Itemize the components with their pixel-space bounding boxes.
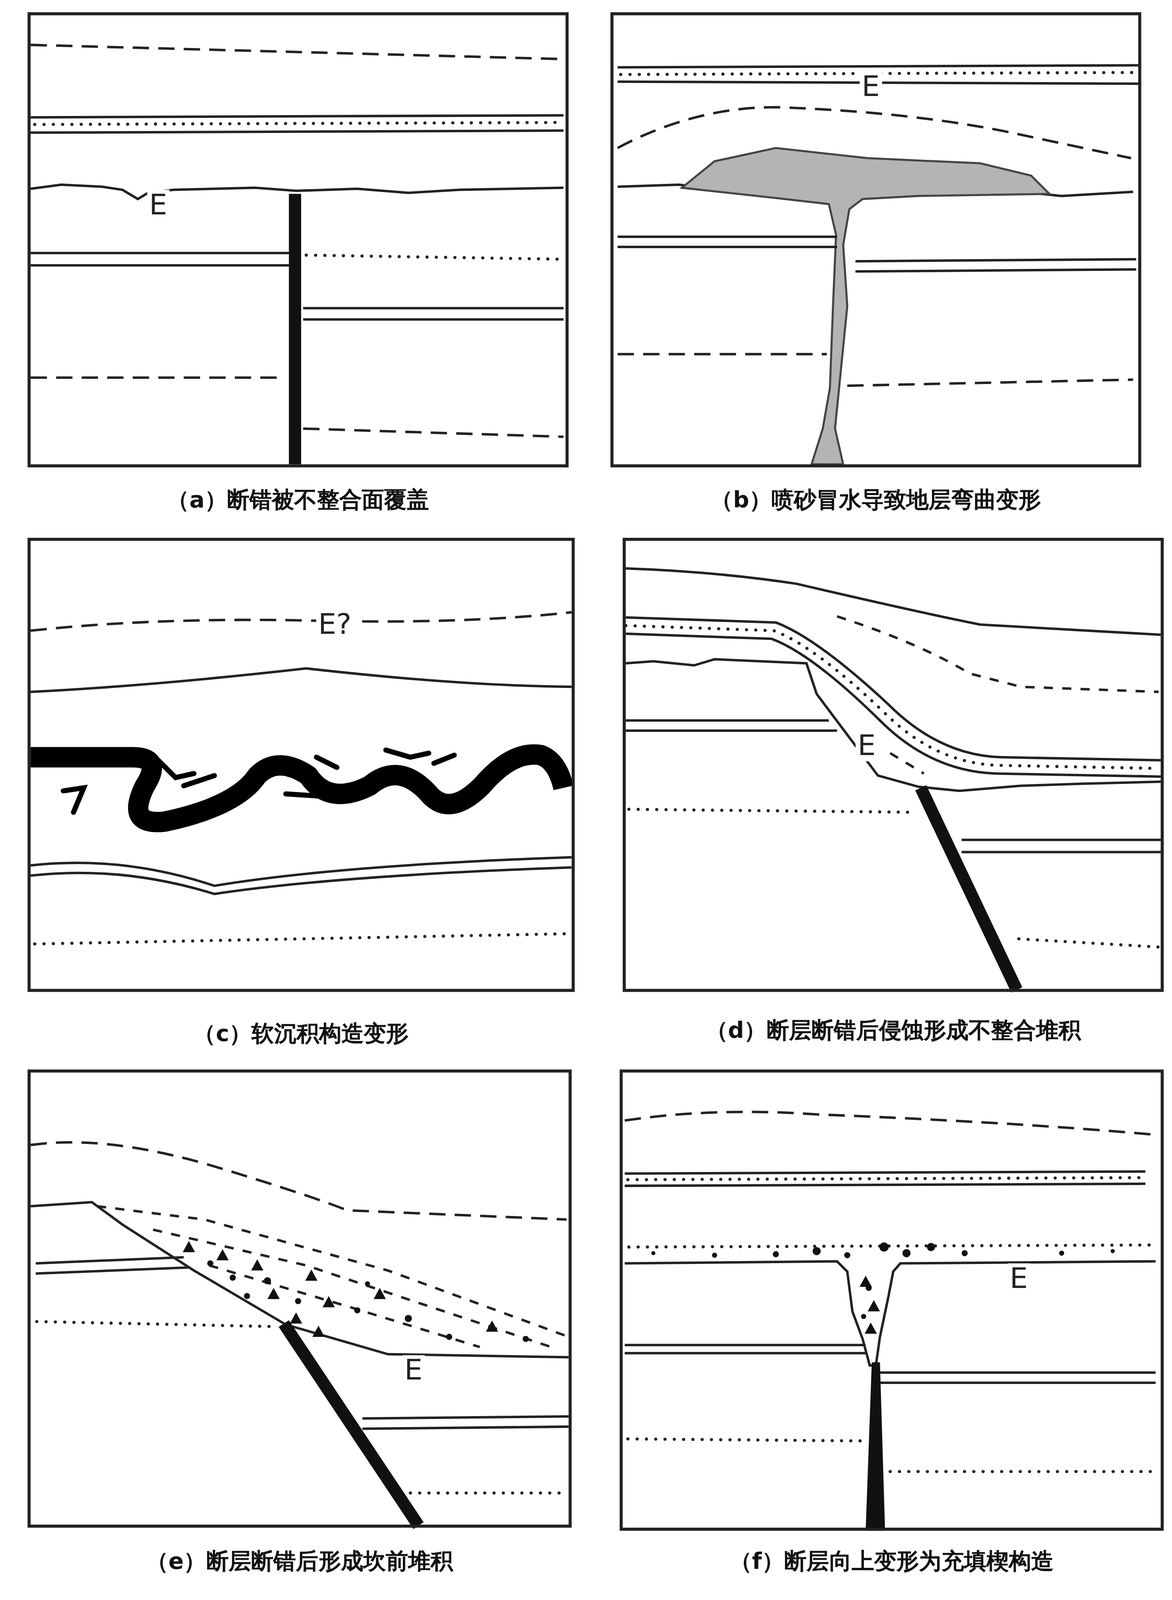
panel-caption: （b）喷砂冒水导致地层弯曲变形: [613, 485, 1139, 515]
panel-e-drawing: [30, 1142, 569, 1527]
panel-caption: （f）断层向上变形为充填楔构造: [622, 1547, 1161, 1577]
panel-caption: （e）断层断错后形成坎前堆积: [30, 1547, 569, 1577]
E-marker: E: [1007, 1263, 1030, 1295]
section-panel: E（d）断层断错后侵蚀形成不整合堆积: [622, 537, 1164, 993]
E-marker: E: [855, 730, 878, 762]
E-marker: E: [402, 1355, 425, 1387]
E-marker: E: [147, 190, 170, 221]
section-panel: E（b）喷砂冒水导致地层弯曲变形: [610, 12, 1142, 468]
E-marker: E?: [316, 609, 354, 641]
E-marker: E: [859, 71, 882, 103]
panel-caption: （d）断层断错后侵蚀形成不整合堆积: [625, 1016, 1161, 1046]
section-panel: E（a）断错被不整合面覆盖: [27, 12, 569, 468]
panel-b-drawing: [617, 65, 1139, 465]
section-panel: E?（c）软沉积构造变形: [27, 537, 576, 993]
section-panel: E（e）断层断错后形成坎前堆积: [27, 1069, 572, 1529]
section-panel: E（f）断层向上变形为充填楔构造: [619, 1069, 1164, 1532]
panel-a-drawing: [30, 44, 567, 465]
panel-f-drawing: [624, 1112, 1156, 1532]
panel-caption: （c）软沉积构造变形: [30, 1019, 572, 1049]
panel-caption: （a）断错被不整合面覆盖: [30, 485, 566, 515]
panel-c-drawing: [30, 612, 572, 945]
panel-d-drawing: [625, 568, 1161, 991]
